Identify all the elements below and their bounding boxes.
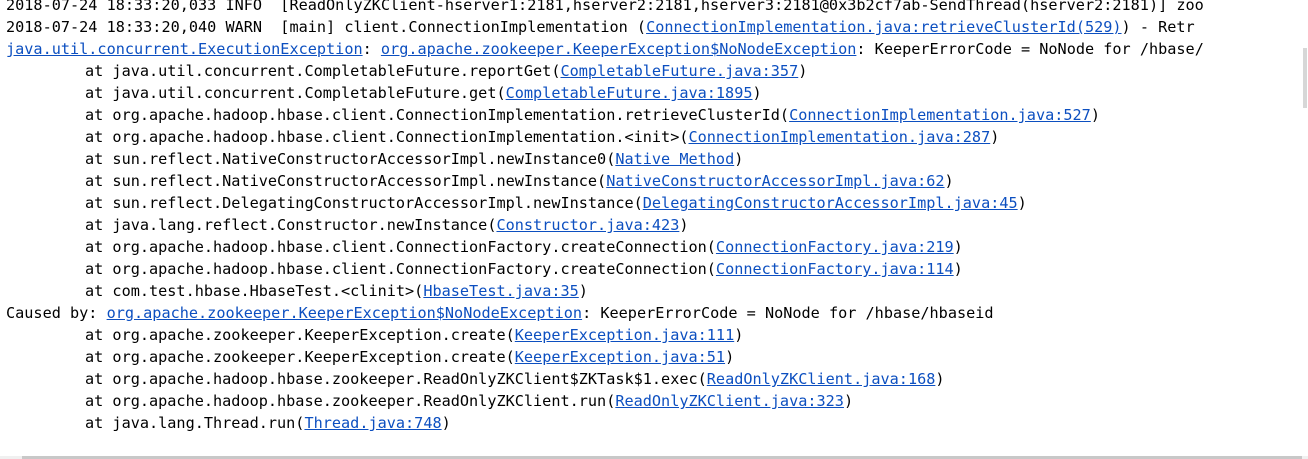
log-text: ) xyxy=(1017,194,1027,212)
log-line: Caused by: org.apache.zookeeper.KeeperEx… xyxy=(6,302,1302,324)
source-link[interactable]: CompletableFuture.java:1895 xyxy=(505,84,753,102)
log-text: ) xyxy=(798,62,808,80)
log-text: ) xyxy=(935,370,945,388)
log-text: at java.util.concurrent.CompletableFutur… xyxy=(85,62,561,80)
source-link[interactable]: Thread.java:748 xyxy=(304,414,442,432)
stack-frame-line: at com.test.hbase.HbaseTest.<clinit>(Hba… xyxy=(6,280,1302,302)
log-text: at java.lang.reflect.Constructor.newInst… xyxy=(85,216,497,234)
stack-frame-line: at java.util.concurrent.CompletableFutur… xyxy=(6,82,1302,104)
log-text: at org.apache.hadoop.hbase.client.Connec… xyxy=(85,106,790,124)
stack-frame-line: at sun.reflect.NativeConstructorAccessor… xyxy=(6,148,1302,170)
stack-frame-line: at sun.reflect.NativeConstructorAccessor… xyxy=(6,170,1302,192)
stack-frame-line: at org.apache.hadoop.hbase.zookeeper.Rea… xyxy=(6,390,1302,412)
source-link[interactable]: org.apache.zookeeper.KeeperException$NoN… xyxy=(380,40,857,58)
source-link[interactable]: KeeperException.java:51 xyxy=(514,348,726,366)
source-link[interactable]: DelegatingConstructorAccessorImpl.java:4… xyxy=(642,194,1018,212)
log-text: at org.apache.hadoop.hbase.client.Connec… xyxy=(85,128,689,146)
log-text: ) xyxy=(578,282,588,300)
log-text: at java.util.concurrent.CompletableFutur… xyxy=(85,84,506,102)
vertical-scrollbar[interactable] xyxy=(1302,0,1308,459)
source-link[interactable]: ConnectionImplementation.java:287 xyxy=(688,128,991,146)
log-text: ) xyxy=(953,260,963,278)
log-text: at sun.reflect.NativeConstructorAccessor… xyxy=(85,172,607,190)
source-link[interactable]: Native Method xyxy=(615,150,735,168)
log-text: 2018-07-24 18:33:20,033 INFO [ReadOnlyZK… xyxy=(6,0,1204,14)
log-text: at org.apache.hadoop.hbase.zookeeper.Rea… xyxy=(85,392,616,410)
stack-trace-log: 2018-07-24 18:33:20,033 INFO [ReadOnlyZK… xyxy=(6,0,1302,434)
source-link[interactable]: CompletableFuture.java:357 xyxy=(560,62,799,80)
log-text: at org.apache.hadoop.hbase.client.Connec… xyxy=(85,238,716,256)
source-link[interactable]: ConnectionImplementation.java:retrieveCl… xyxy=(646,18,1122,36)
log-text: at java.lang.Thread.run( xyxy=(85,414,305,432)
log-text: Caused by: xyxy=(6,304,107,322)
source-link[interactable]: ReadOnlyZKClient.java:168 xyxy=(706,370,936,388)
log-text: ) xyxy=(944,172,954,190)
log-line: 2018-07-24 18:33:20,040 WARN [main] clie… xyxy=(6,16,1302,38)
log-text: at com.test.hbase.HbaseTest.<clinit>( xyxy=(85,282,424,300)
log-text: at sun.reflect.NativeConstructorAccessor… xyxy=(85,150,616,168)
log-text: ) xyxy=(734,150,744,168)
log-text: ) xyxy=(752,84,762,102)
horizontal-scrollbar-thumb[interactable] xyxy=(22,456,1302,459)
stack-frame-line: at org.apache.zookeeper.KeeperException.… xyxy=(6,324,1302,346)
log-text: ) xyxy=(734,326,744,344)
source-link[interactable]: ConnectionFactory.java:114 xyxy=(715,260,954,278)
log-text: ) xyxy=(441,414,451,432)
source-link[interactable]: ConnectionImplementation.java:527 xyxy=(789,106,1091,124)
horizontal-scrollbar[interactable] xyxy=(0,456,1308,459)
log-text: ) xyxy=(725,348,735,366)
stack-frame-line: at org.apache.hadoop.hbase.client.Connec… xyxy=(6,126,1302,148)
stack-frame-line: at java.lang.Thread.run(Thread.java:748) xyxy=(6,412,1302,434)
source-link[interactable]: HbaseTest.java:35 xyxy=(423,282,579,300)
stack-frame-line: at org.apache.hadoop.hbase.client.Connec… xyxy=(6,258,1302,280)
log-text: ) xyxy=(679,216,689,234)
stack-frame-line: at java.util.concurrent.CompletableFutur… xyxy=(6,60,1302,82)
log-text: : KeeperErrorCode = NoNode for /hbase/ xyxy=(856,40,1204,58)
log-text: ) xyxy=(843,392,854,410)
source-link[interactable]: Constructor.java:423 xyxy=(496,216,680,234)
log-text: ) - Retr xyxy=(1121,18,1195,36)
source-link[interactable]: java.util.concurrent.ExecutionException xyxy=(6,40,363,58)
stack-frame-line: at org.apache.hadoop.hbase.client.Connec… xyxy=(6,104,1302,126)
log-text: ) xyxy=(953,238,963,256)
log-text: ) xyxy=(990,128,1000,146)
source-link[interactable]: KeeperException.java:111 xyxy=(514,326,735,344)
log-text: : KeeperErrorCode = NoNode for /hbase/hb… xyxy=(582,304,994,322)
stack-frame-line: at sun.reflect.DelegatingConstructorAcce… xyxy=(6,192,1302,214)
stack-frame-line: at org.apache.hadoop.hbase.zookeeper.Rea… xyxy=(6,368,1302,390)
log-text: at org.apache.zookeeper.KeeperException.… xyxy=(85,326,515,344)
log-line: 2018-07-24 18:33:20,033 INFO [ReadOnlyZK… xyxy=(6,0,1302,16)
log-text: at sun.reflect.DelegatingConstructorAcce… xyxy=(85,194,643,212)
source-link[interactable]: ConnectionFactory.java:219 xyxy=(715,238,954,256)
log-text: 2018-07-24 18:33:20,040 WARN [main] clie… xyxy=(6,18,647,36)
stack-frame-line: at org.apache.hadoop.hbase.client.Connec… xyxy=(6,236,1302,258)
stack-frame-line: at org.apache.zookeeper.KeeperException.… xyxy=(6,346,1302,368)
log-line: java.util.concurrent.ExecutionException:… xyxy=(6,38,1302,60)
source-link[interactable]: org.apache.zookeeper.KeeperException$NoN… xyxy=(106,304,583,322)
log-text: at org.apache.zookeeper.KeeperException.… xyxy=(85,348,515,366)
log-text: at org.apache.hadoop.hbase.client.Connec… xyxy=(85,260,716,278)
source-link[interactable]: ReadOnlyZKClient.java:323 xyxy=(615,392,844,410)
vertical-scrollbar-thumb[interactable] xyxy=(1303,48,1307,108)
stack-frame-line: at java.lang.reflect.Constructor.newInst… xyxy=(6,214,1302,236)
log-text: at org.apache.hadoop.hbase.zookeeper.Rea… xyxy=(85,370,707,388)
log-text: ) xyxy=(1090,106,1100,124)
source-link[interactable]: NativeConstructorAccessorImpl.java:62 xyxy=(606,172,945,190)
log-text: : xyxy=(362,40,381,58)
